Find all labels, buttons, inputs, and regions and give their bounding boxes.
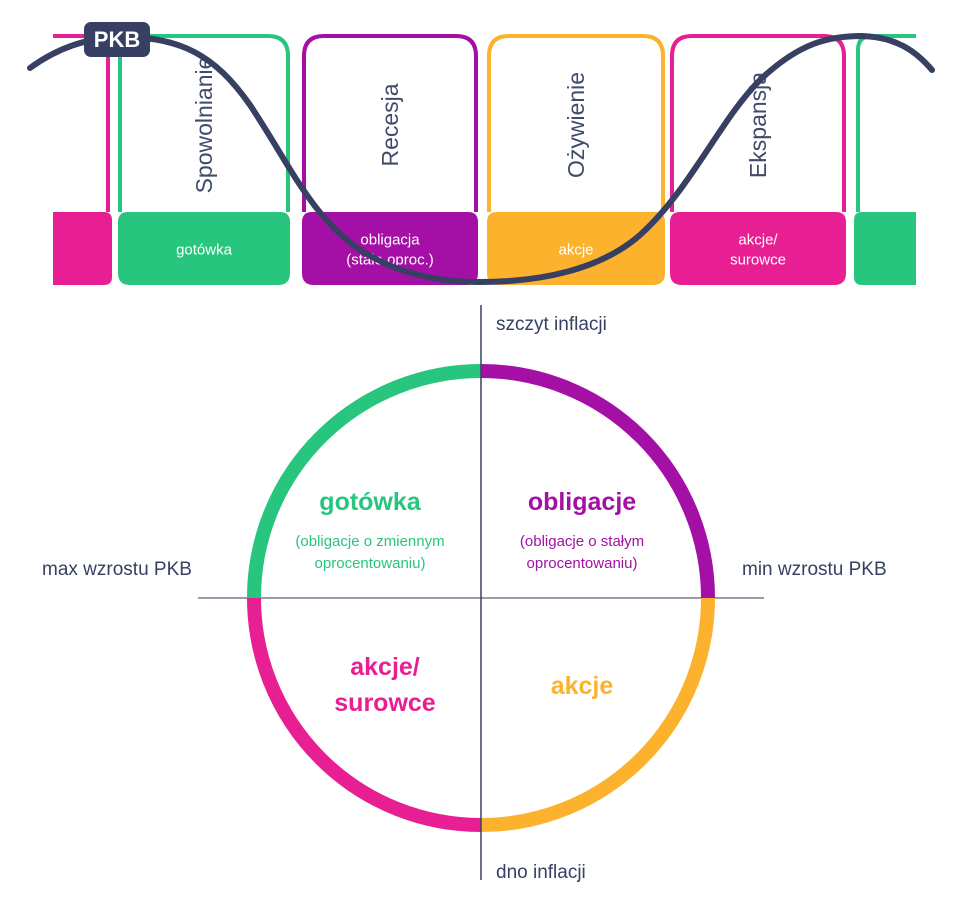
quadrant-top-left: gotówka (obligacje o zmiennym oprocentowan…	[295, 488, 444, 572]
partial-box-outline	[856, 34, 916, 212]
phase-name-label: Ożywienie	[563, 72, 589, 178]
quadrant-subtitle: (obligacje o zmiennym	[295, 533, 444, 550]
phase-box: akcje	[487, 34, 665, 285]
phase-box: obligacja(stałe oproc.)	[302, 34, 478, 285]
quadrant-title: obligacje	[528, 488, 636, 516]
clock-arc-bottom-left	[247, 597, 482, 832]
axis-label-top: szczyt inflacji	[496, 314, 607, 335]
quadrant-subtitle: oprocentowaniu)	[527, 555, 638, 572]
phase-asset-box	[302, 212, 478, 285]
partial-box-green-right	[854, 34, 916, 285]
quadrant-bottom-left: akcje/surowce	[334, 653, 436, 717]
partial-box-pink-left	[53, 34, 112, 285]
axis-label-right: min wzrostu PKB	[742, 559, 887, 580]
phase-name-label: Recesja	[377, 83, 403, 166]
quadrant-subtitle: oprocentowaniu)	[315, 555, 426, 572]
phase-asset-box	[487, 212, 665, 285]
partial-box-outline	[53, 34, 110, 212]
quadrant-bottom-right: akcje	[551, 672, 614, 700]
quadrant-title: gotówka	[319, 488, 421, 516]
phase-box: gotówka	[118, 34, 290, 285]
pkb-badge-background	[84, 22, 150, 57]
phase-box-outline	[670, 34, 846, 212]
phase-asset-label: gotówka	[176, 242, 233, 259]
quadrant-title: akcje/	[350, 653, 420, 681]
phase-asset-label: akcje	[558, 242, 593, 259]
phase-name-label: Ekspansja	[745, 72, 771, 178]
partial-box-fill	[53, 212, 112, 285]
phase-name-label: Spowolnianie	[191, 57, 217, 194]
clock-arc-top-right	[480, 364, 715, 599]
quadrant-top-right: obligacje (obligacje o stałym oprocentowan…	[520, 488, 644, 572]
phase-asset-label: akcje/	[738, 232, 778, 249]
axis-label-left: max wzrostu PKB	[42, 559, 192, 580]
phase-box-outline	[302, 34, 478, 212]
quadrant-subtitle: (obligacje o stałym	[520, 533, 644, 550]
quadrant-title: surowce	[334, 689, 436, 717]
cycle-boxes: gotówka obligacja(stałe oproc.) akcje akcje…	[53, 34, 916, 285]
partial-box-fill	[854, 212, 916, 285]
phase-asset-label: surowce	[730, 252, 786, 269]
quadrant-title: akcje	[551, 672, 614, 700]
phase-asset-box	[670, 212, 846, 285]
clock-arc-top-left	[247, 364, 482, 599]
clock-arc-bottom-right	[480, 597, 715, 832]
phase-asset-box	[118, 212, 290, 285]
pkb-badge: PKB	[84, 22, 150, 57]
phase-box-outline	[487, 34, 665, 212]
phase-box: akcje/surowce	[670, 34, 846, 285]
axis-label-bottom: dno inflacji	[496, 862, 586, 883]
pkb-badge-label: PKB	[94, 27, 140, 52]
investment-clock: szczyt inflacji dno inflacji max wzrostu…	[42, 305, 887, 883]
phase-asset-label: obligacja	[360, 232, 420, 249]
gdp-curve	[27, 32, 935, 286]
